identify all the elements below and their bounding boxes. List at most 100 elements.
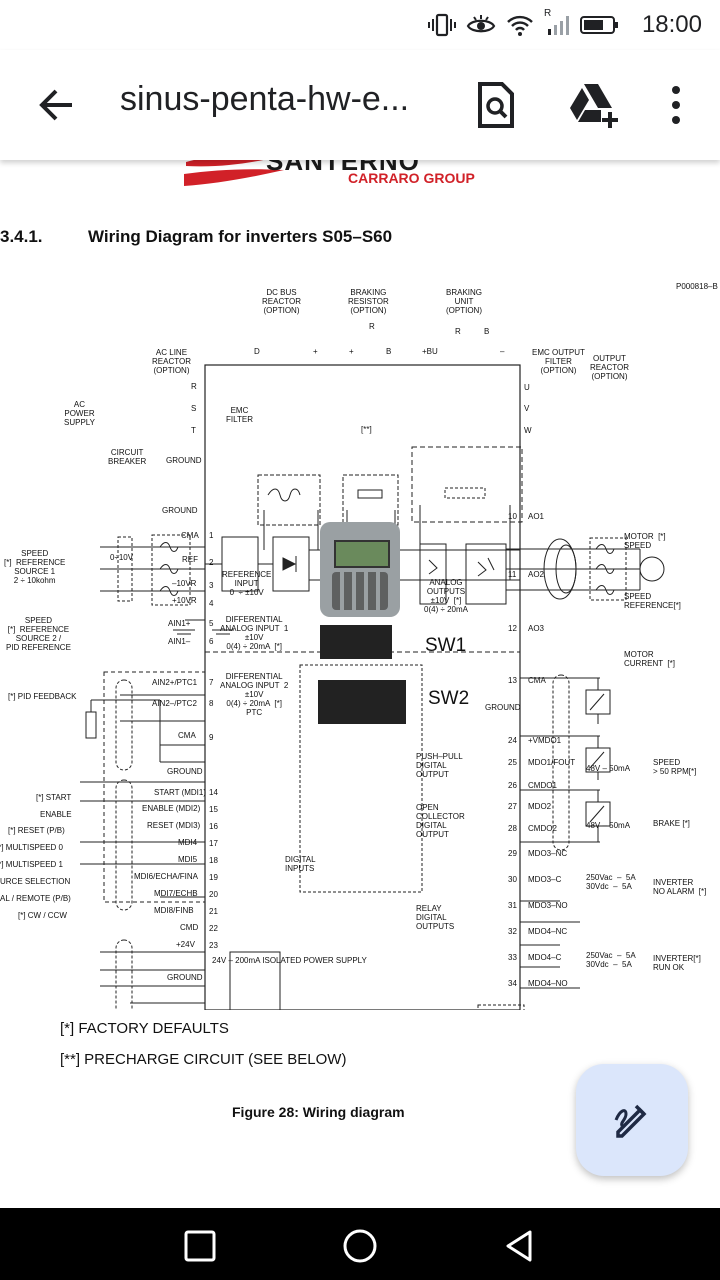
- terminal-22-num: 22: [209, 924, 218, 933]
- pid-feedback: [*] PID FEEDBACK: [8, 692, 77, 701]
- eye-comfort-icon: [466, 15, 496, 33]
- wifi-icon: [507, 15, 533, 36]
- home-button[interactable]: [340, 1226, 380, 1266]
- terminal-14-label: START (MDI1): [154, 788, 207, 797]
- terminal-9-label: CMA: [178, 731, 196, 740]
- bus-plus-1: +: [313, 347, 318, 356]
- terminal-12-num: 12: [508, 624, 517, 633]
- more-options-button[interactable]: [654, 80, 698, 130]
- terminal-11-label: AO2: [528, 570, 545, 579]
- terminal-13-label: CMA: [528, 676, 546, 685]
- emc-filter-label: EMC FILTER: [226, 406, 253, 424]
- terminal-2-label: REF: [182, 555, 198, 564]
- app-bar: sinus-penta-hw-e...: [0, 50, 720, 160]
- terminal-33-num: 33: [508, 953, 517, 962]
- terminal-26-num: 26: [508, 781, 517, 790]
- logo-subtitle: CARRARO GROUP: [348, 170, 475, 186]
- terminal-8-num: 8: [209, 699, 214, 708]
- speed-ref-source2: SPEED [*] REFERENCE SOURCE 2 / PID REFER…: [6, 616, 71, 652]
- terminal-18-num: 18: [209, 856, 218, 865]
- footnote-factory-defaults: [*] FACTORY DEFAULTS: [60, 1020, 229, 1037]
- terminal-8-label: AIN2–/PTC2: [152, 699, 197, 708]
- bus-r-1: R: [369, 322, 375, 331]
- mdo1-rating: 48V – 50mA: [586, 764, 631, 773]
- input-function-cw-ccw: [*] CW / CCW: [18, 911, 67, 920]
- recents-square-icon: [184, 1230, 216, 1262]
- bus-d: D: [254, 347, 260, 356]
- terminal-20-num: 20: [209, 890, 218, 899]
- ground-label-top: GROUND: [166, 456, 202, 465]
- annotate-fab-button[interactable]: [576, 1064, 688, 1176]
- figure-code: P000818–B: [676, 282, 718, 291]
- mdo1-function: SPEED > 50 RPM[*]: [653, 758, 697, 776]
- recents-button[interactable]: [180, 1226, 220, 1266]
- home-circle-icon: [343, 1229, 377, 1263]
- terminal-22-label: CMD: [180, 923, 199, 932]
- bus-plus-2: +: [349, 347, 354, 356]
- terminal-6-num: 6: [209, 637, 214, 646]
- terminal-19-label: MDI6/ECHA/FINA: [134, 872, 199, 881]
- input-function-local-remote: AL / REMOTE (P/B): [0, 894, 71, 903]
- diff-input1-label: DIFFERENTIAL ANALOG INPUT 1 ±10V 0(4) ÷ …: [220, 615, 289, 651]
- terminal-12-label: AO3: [528, 624, 545, 633]
- terminal-23-label: +24V: [176, 940, 195, 949]
- back-nav-button[interactable]: [500, 1226, 540, 1266]
- phase-u: U: [524, 383, 530, 392]
- terminal-3-num: 3: [209, 581, 214, 590]
- terminal-10-num: 10: [508, 512, 517, 521]
- terminal-5-num: 5: [209, 619, 214, 628]
- isolated-supply-label: 24V – 200mA ISOLATED POWER SUPPLY: [212, 956, 367, 965]
- roaming-indicator: R: [544, 8, 570, 38]
- ground-label-mid: GROUND: [167, 767, 203, 776]
- input-function-source-selection: URCE SELECTION: [0, 877, 71, 886]
- add-to-drive-button[interactable]: [566, 80, 622, 130]
- input-function-enable: ENABLE: [40, 810, 72, 819]
- diff-input2-label: DIFFERENTIAL ANALOG INPUT 2 ±10V 0(4) ÷ …: [220, 672, 289, 717]
- clock: 18:00: [641, 11, 702, 38]
- vibrate-icon: [428, 13, 456, 37]
- system-nav-bar: [0, 1208, 720, 1280]
- find-in-page-button[interactable]: [474, 80, 522, 130]
- bus-b-2: B: [484, 327, 490, 336]
- sw1-label: SW1: [425, 635, 467, 656]
- terminal-32-label: MDO4–NC: [528, 927, 568, 936]
- terminal-28-num: 28: [508, 824, 517, 833]
- output-reactor-label: OUTPUT REACTOR (OPTION): [590, 354, 629, 381]
- emc-output-filter-label: EMC OUTPUT FILTER (OPTION): [532, 348, 585, 375]
- terminal-26-label: CMDO1: [528, 781, 557, 790]
- terminal-34-label: MDO4–NO: [528, 979, 568, 988]
- terminal-30-num: 30: [508, 875, 517, 884]
- pdf-page[interactable]: SANTERNO CARRARO GROUP 3.4.1. Wiring Dia…: [0, 160, 720, 1208]
- document-title: sinus-penta-hw-e...: [120, 80, 410, 118]
- back-button[interactable]: [34, 82, 80, 128]
- terminal-4-num: 4: [209, 599, 214, 608]
- ref-range: 0÷10V: [110, 553, 134, 562]
- terminal-27-num: 27: [508, 802, 517, 811]
- terminal-16-label: RESET (MDI3): [147, 821, 201, 830]
- terminal-10-label: AO1: [528, 512, 545, 521]
- bus-r-2: R: [455, 327, 461, 336]
- terminal-5-label: AIN1+: [168, 619, 191, 628]
- terminal-31-num: 31: [508, 901, 517, 910]
- keypad-display: [334, 540, 390, 568]
- input-function-multispeed1: [*] MULTISPEED 1: [0, 860, 63, 869]
- terminal-19-num: 19: [209, 873, 218, 882]
- terminal-17-label: MDI4: [178, 838, 198, 847]
- motor-current-label: MOTOR CURRENT [*]: [624, 650, 675, 668]
- terminal-24-num: 24: [508, 736, 517, 745]
- phase-r: R: [191, 382, 197, 391]
- bus-plus-bu: +BU: [422, 347, 438, 356]
- keypad-buttons: [332, 572, 388, 610]
- arrow-back-icon: [39, 89, 72, 121]
- terminal-9-num: 9: [209, 733, 214, 742]
- precharge-marker: [**]: [361, 425, 372, 434]
- phase-v: V: [524, 404, 530, 413]
- battery-icon: [580, 16, 618, 34]
- terminal-2-num: 2: [209, 558, 214, 567]
- input-function-multispeed0: [*] MULTISPEED 0: [0, 843, 63, 852]
- terminal-17-num: 17: [209, 839, 218, 848]
- relay1-rating: 250Vac – 5A 30Vdc – 5A: [586, 873, 636, 891]
- terminal-32-num: 32: [508, 927, 517, 936]
- terminal-25-num: 25: [508, 758, 517, 767]
- analog-outputs-label: ANALOG OUTPUTS ±10V [*] 0(4) ÷ 20mA: [424, 578, 468, 614]
